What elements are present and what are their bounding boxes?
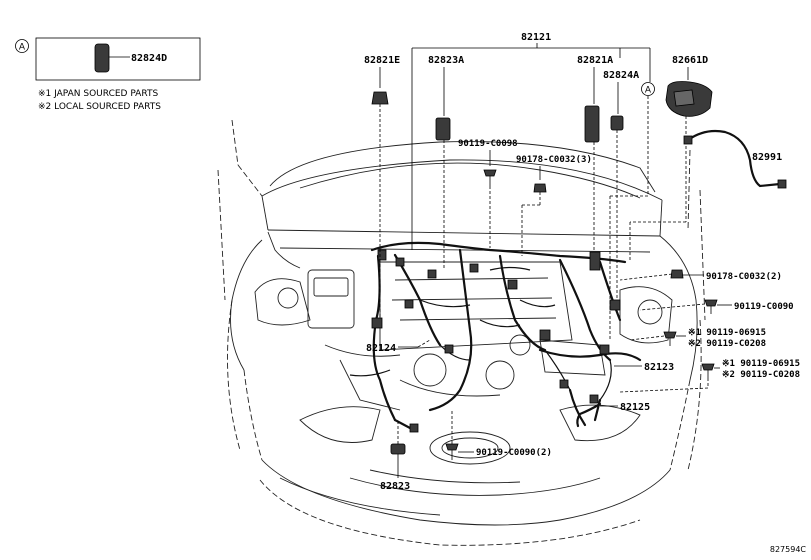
- callout-82823: 82823: [380, 420, 410, 492]
- car-outline: [217, 119, 706, 546]
- legend-box: [35, 37, 201, 81]
- part-label-90119-C0208-lower: ※2 90119-C0208: [722, 370, 800, 380]
- part-label-90119-C0098: 90119-C0098: [458, 139, 518, 149]
- callout-a-circle-legend: [15, 39, 29, 53]
- callout-bolt-group-lower: ※1 90119-06915 ※2 90119-C0208: [619, 359, 800, 393]
- part-label-90178-C0032-3: 90178-C0032(3): [516, 155, 592, 165]
- part-label-82991: 82991: [752, 152, 782, 163]
- part-label-82124: 82124: [366, 343, 396, 354]
- figure-code: 827594C: [770, 545, 807, 554]
- callout-82821A: 82821A: [577, 55, 613, 252]
- part-label-82123: 82123: [644, 362, 674, 373]
- part-label-82661D: 82661D: [672, 55, 708, 66]
- part-label-90178-C0032-2: 90178-C0032(2): [706, 272, 782, 282]
- part-82824D-shape: [94, 43, 110, 73]
- part-label-82824A: 82824A: [603, 70, 639, 81]
- part-label-82121: 82121: [521, 32, 551, 43]
- legend: A 82824D ※1 JAPAN SOURCED PARTS ※2 LOCAL…: [15, 37, 201, 112]
- callout-a-letter-diagram: A: [645, 86, 652, 96]
- callout-82124: 82124: [366, 339, 431, 354]
- part-label-90119-06915-lower: ※1 90119-06915: [722, 359, 800, 369]
- note-japan-sourced: ※1 JAPAN SOURCED PARTS: [38, 89, 158, 99]
- callout-bolt-group-upper: ※1 90119-06915 ※2 90119-C0208: [629, 328, 766, 349]
- callout-82821E: 82821E: [364, 55, 400, 318]
- callout-90119-C0090: 90119-C0090: [639, 299, 794, 314]
- callout-90178-C0032-2: 90178-C0032(2): [619, 269, 782, 282]
- callout-82824A: 82824A: [603, 70, 639, 300]
- callout-a-circle-diagram: [641, 82, 655, 96]
- part-label-82824D: 82824D: [131, 53, 167, 64]
- callout-82123: 82123: [614, 362, 674, 373]
- part-label-82823A: 82823A: [428, 55, 464, 66]
- callout-90119-C0090-2: 90119-C0090(2): [445, 410, 552, 460]
- callout-82661D: 82661D: [629, 55, 713, 262]
- part-label-82821A: 82821A: [577, 55, 613, 66]
- callout-82121: 82121: [411, 32, 651, 250]
- part-label-90119-C0090-2: 90119-C0090(2): [476, 448, 552, 458]
- callout-a-diagram: A: [609, 82, 655, 340]
- part-label-90119-C0208-upper: ※2 90119-C0208: [688, 339, 766, 349]
- callout-82823A: 82823A: [428, 55, 464, 268]
- part-label-90119-C0090: 90119-C0090: [734, 302, 794, 312]
- callout-82991: 82991: [683, 129, 787, 189]
- callout-82125: 82125: [576, 402, 650, 428]
- part-label-82823: 82823: [380, 481, 410, 492]
- engine-wire-harness: [349, 241, 642, 433]
- part-label-82125: 82125: [620, 402, 650, 413]
- part-label-82821E: 82821E: [364, 55, 400, 66]
- note-local-sourced: ※2 LOCAL SOURCED PARTS: [38, 102, 161, 112]
- callout-90178-C0032-3: 90178-C0032(3): [516, 155, 592, 256]
- callout-90119-C0098: 90119-C0098: [458, 139, 518, 248]
- part-label-90119-06915-upper: ※1 90119-06915: [688, 328, 766, 338]
- callout-a-letter-legend: A: [19, 43, 26, 53]
